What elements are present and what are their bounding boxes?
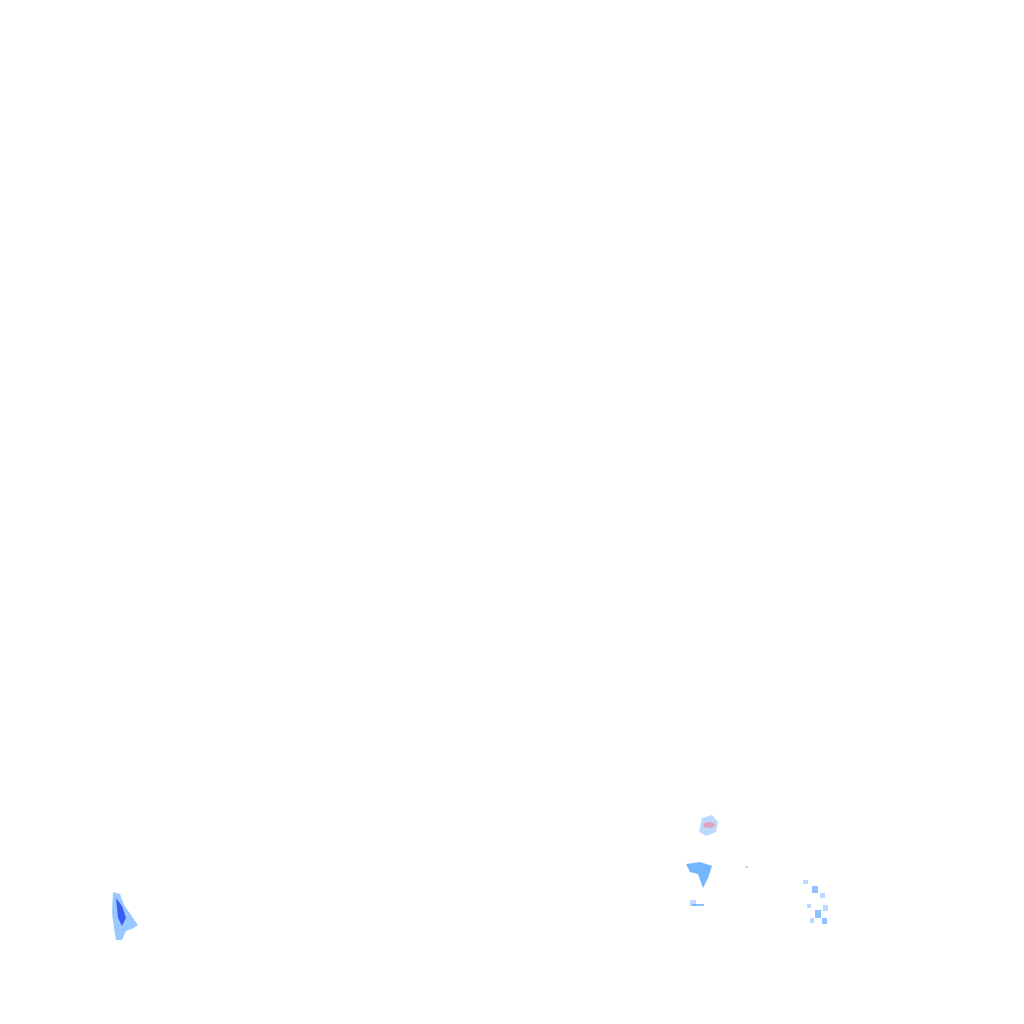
precip-echo-right-top: [699, 815, 718, 836]
precip-echo-right-cluster: [686, 862, 748, 906]
precip-echo-left: [112, 892, 138, 940]
precip-echo-right-scatter: [803, 880, 828, 924]
